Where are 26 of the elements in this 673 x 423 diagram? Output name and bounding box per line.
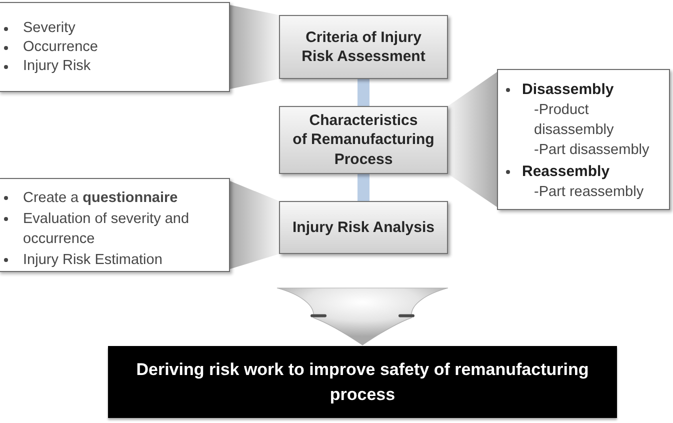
- bullet-text: Evaluation of severity and occurrence: [23, 210, 190, 249]
- sub-item-text: -Part reassembly: [534, 183, 645, 202]
- bullet-text: Injury Risk Estimation: [23, 250, 162, 270]
- process-label: Criteria of Injury Risk Assessment: [300, 28, 426, 66]
- callout-wedge: [230, 5, 279, 89]
- sub-item-text: -Product disassembly: [534, 101, 615, 140]
- process-label: Injury Risk Analysis: [292, 218, 434, 238]
- bullet-text: Severity: [23, 19, 76, 38]
- heading-text: Reassembly: [522, 162, 610, 182]
- callout-wedge: [448, 72, 497, 207]
- note-box: [0, 2, 230, 92]
- bullet-text: Occurrence: [23, 38, 98, 57]
- heading-text: Disassembly: [522, 80, 614, 100]
- bullet-text: Create a questionnaire: [23, 189, 178, 208]
- connector-bar: [358, 174, 370, 201]
- process-label: Characteristics of Remanufacturing Process: [292, 110, 436, 170]
- note-box: [0, 178, 230, 272]
- note-box: [497, 69, 670, 210]
- result-box: [108, 346, 617, 418]
- result-label: Deriving risk work to improve safety of remanufacturing process: [135, 359, 590, 406]
- sub-item-text: -Part disassembly: [534, 141, 650, 160]
- process-box: [279, 106, 448, 174]
- callout-wedge: [230, 181, 279, 269]
- connector-bar: [358, 79, 370, 106]
- down-arrow: [276, 288, 448, 346]
- bullet-text: Injury Risk: [23, 57, 91, 76]
